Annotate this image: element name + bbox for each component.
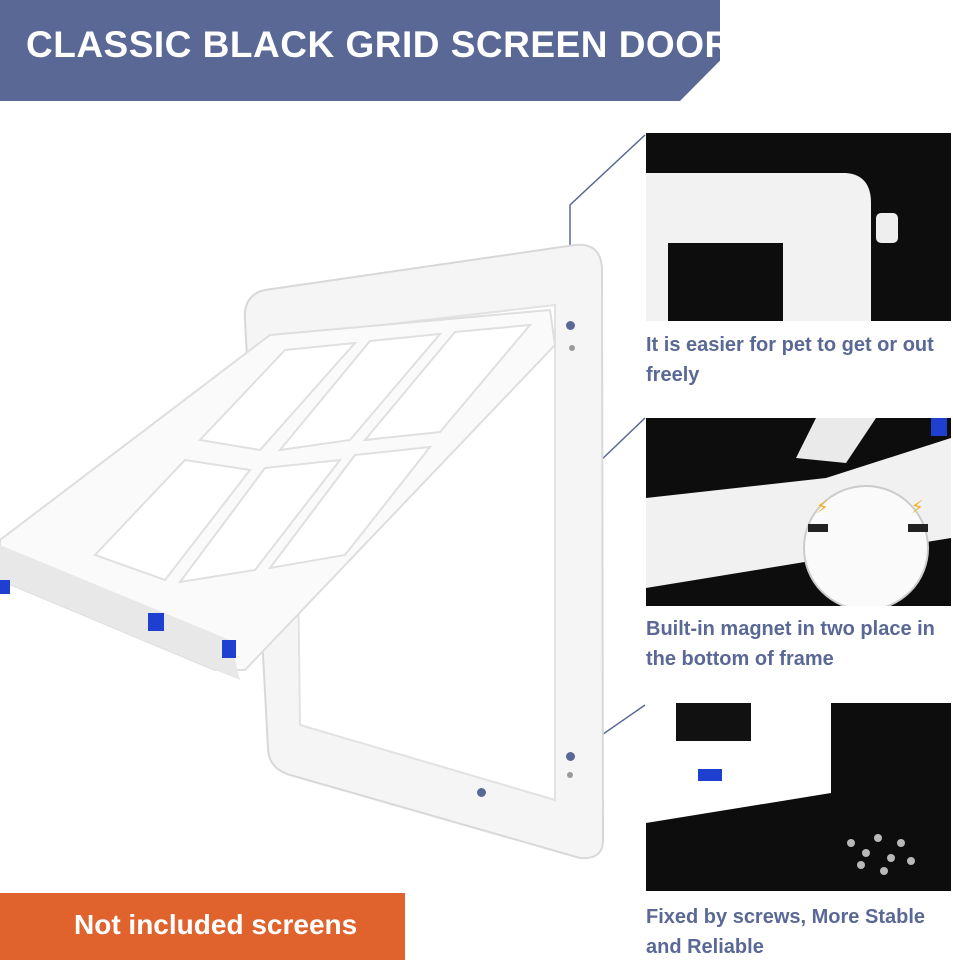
callout-dot-1 — [566, 321, 575, 330]
lightning-icon: ⚡ — [816, 497, 829, 518]
magnet-clip-left — [148, 613, 164, 631]
magnet-zoom-circle — [803, 485, 929, 606]
callout-dot-3 — [566, 752, 575, 761]
footer-badge — [0, 893, 405, 960]
feature-photo-knob — [646, 133, 951, 321]
screws-icon — [847, 834, 915, 875]
header-banner — [0, 0, 720, 101]
feature-photo-magnet: ⚡ ⚡ — [646, 418, 951, 606]
page-title: CLASSIC BLACK GRID SCREEN DOOR — [26, 24, 732, 65]
feature-photo-screws — [646, 703, 951, 891]
lightning-icon: ⚡ — [911, 497, 924, 518]
feature-caption-2: Built-in magnet in two place in the bott… — [646, 618, 935, 670]
feature-caption-3: Fixed by screws, More Stable and Reliabl… — [646, 906, 925, 958]
feature-caption-1: It is easier for pet to get or out freel… — [646, 334, 934, 386]
footer-label: Not included screens — [74, 909, 358, 940]
callout-dot-2 — [477, 788, 486, 797]
magnet-clip-right — [222, 640, 236, 658]
pet-door-illustration — [0, 243, 605, 860]
